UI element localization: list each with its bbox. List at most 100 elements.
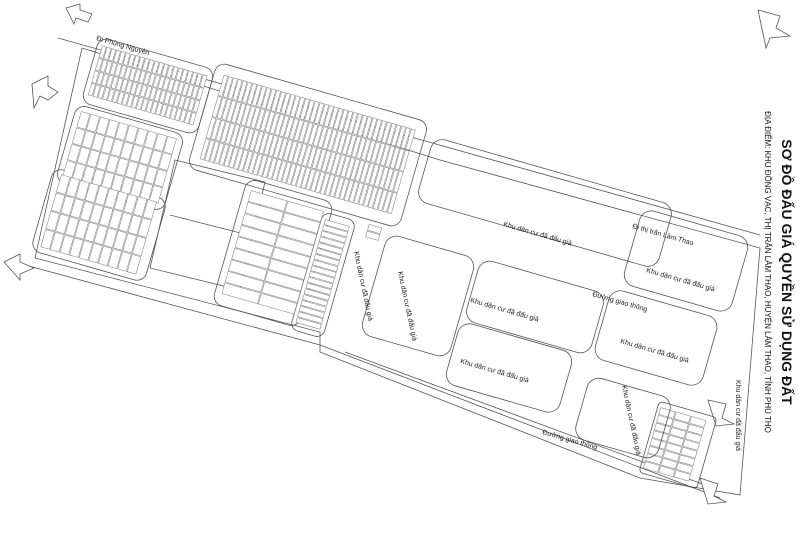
lot: [347, 111, 358, 135]
lot: [240, 104, 251, 127]
lot: [250, 106, 261, 129]
lot: [253, 130, 265, 153]
lot: [135, 96, 144, 111]
lot: [377, 189, 388, 212]
lot: [155, 102, 164, 116]
lot: [656, 414, 674, 427]
lot: [381, 121, 392, 144]
lot: [192, 99, 201, 113]
zone-top: [418, 139, 672, 267]
lot: [110, 138, 125, 158]
lot: [158, 89, 167, 104]
lot: [122, 232, 137, 254]
lot: [146, 59, 155, 73]
lot: [331, 130, 343, 153]
lot: [40, 229, 55, 250]
lot: [270, 89, 282, 112]
lot: [247, 190, 288, 212]
lot: [267, 258, 308, 280]
lot: [129, 144, 144, 163]
zone-label: Khu dân cư đã đấu giá: [619, 336, 690, 364]
lot: [98, 45, 107, 59]
lot: [69, 237, 84, 258]
lot: [60, 195, 75, 216]
lot: [81, 130, 96, 149]
lot: [354, 159, 366, 182]
lot: [235, 102, 247, 125]
lot: [161, 63, 169, 77]
lot: [164, 105, 173, 119]
lot: [297, 311, 324, 324]
block-b: [189, 63, 427, 227]
lot: [400, 127, 411, 150]
direction-arrows: [3, 3, 792, 505]
lot: [687, 423, 705, 436]
lot: [274, 235, 314, 257]
lot: [98, 206, 114, 227]
lot: [144, 85, 153, 100]
lot: [365, 230, 381, 241]
lot: [318, 236, 345, 249]
lot: [86, 149, 101, 168]
lot: [355, 137, 367, 160]
lot: [294, 96, 306, 119]
lot: [141, 57, 150, 72]
lot: [70, 198, 85, 219]
lot: [101, 73, 109, 87]
lot: [289, 95, 301, 118]
lot: [682, 439, 700, 451]
lot: [103, 46, 112, 61]
lot: [257, 154, 268, 177]
lot: [669, 427, 687, 439]
lot: [405, 128, 416, 151]
lot: [300, 299, 327, 313]
lot: [229, 123, 241, 146]
lot: [248, 129, 260, 152]
lot: [222, 76, 234, 99]
lot: [204, 139, 215, 162]
lot: [645, 453, 663, 465]
lot: [322, 127, 333, 150]
lot: [105, 154, 120, 174]
lot: [306, 146, 318, 169]
lot: [340, 155, 351, 178]
lot: [86, 113, 100, 133]
lot: [104, 188, 119, 209]
lot: [182, 96, 191, 111]
lot: [382, 190, 393, 213]
lot: [211, 95, 223, 118]
lot: [96, 71, 105, 86]
lot: [366, 117, 378, 140]
lot: [323, 219, 350, 232]
lot: [112, 230, 128, 251]
lot: [342, 110, 354, 133]
zone-label: Khu dân cư đã đấu giá: [734, 380, 743, 451]
lot: [281, 161, 292, 184]
lot: [295, 165, 307, 188]
lot: [142, 199, 157, 220]
lot: [244, 128, 255, 151]
lot: [180, 68, 189, 83]
lot: [292, 141, 303, 164]
lot: [255, 108, 266, 131]
zone-label: Khu dân cư đã đấu giá: [352, 251, 376, 322]
lot: [89, 203, 104, 225]
lot: [660, 457, 678, 470]
lot: [362, 116, 373, 139]
lot: [353, 182, 364, 205]
lot: [123, 66, 132, 80]
lot: [662, 450, 680, 462]
lot: [148, 149, 163, 169]
lot: [665, 442, 683, 455]
lot: [330, 152, 342, 175]
lot: [132, 55, 141, 69]
lot: [174, 107, 183, 122]
lot: [295, 317, 322, 330]
lot: [297, 143, 308, 166]
lot: [359, 161, 370, 184]
lot: [151, 60, 160, 75]
lot: [302, 294, 329, 307]
lot: [129, 81, 138, 95]
lot: [149, 87, 158, 101]
lot: [334, 176, 345, 199]
